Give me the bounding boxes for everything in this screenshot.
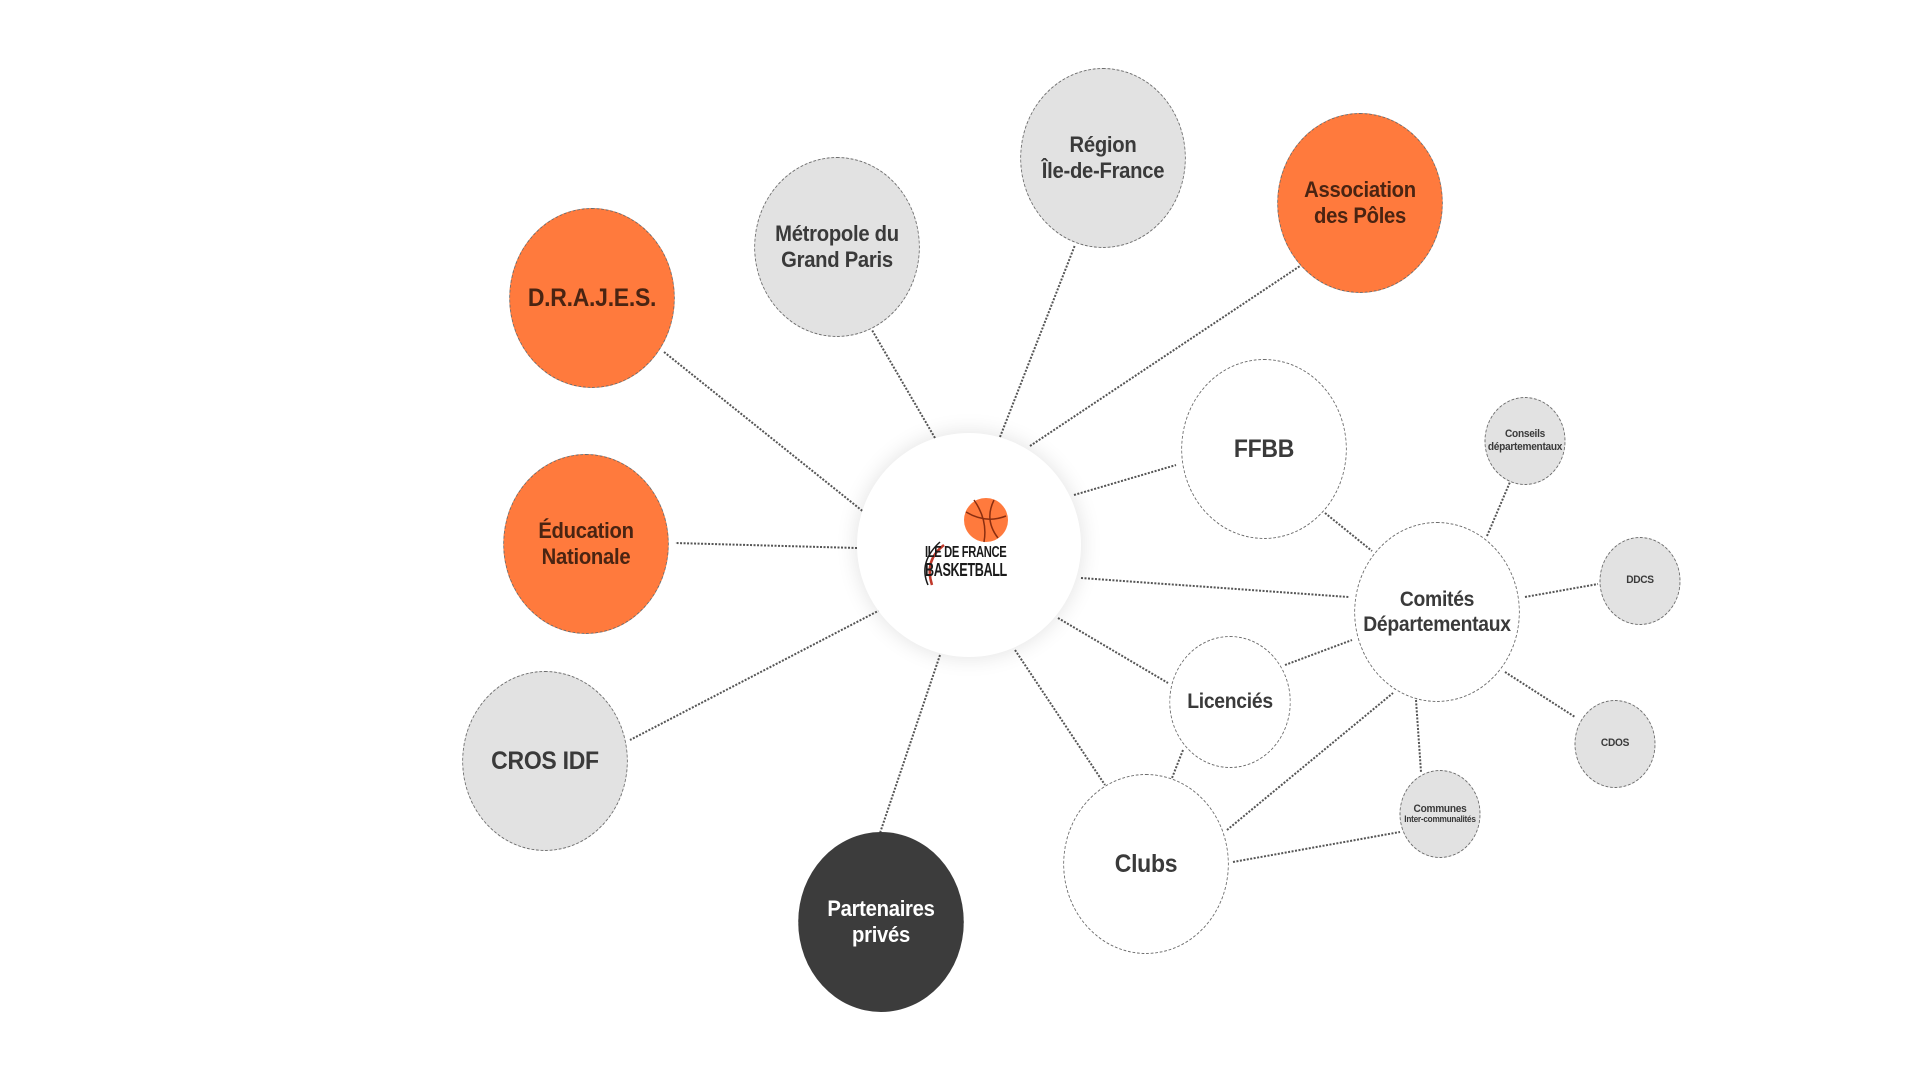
link-center-education xyxy=(674,542,858,549)
node-communes-line2: Inter-communalités xyxy=(1404,814,1476,825)
link-licencies-comites xyxy=(1284,639,1353,666)
node-comites[interactable]: Comités Départementaux xyxy=(1354,522,1520,702)
link-center-cros xyxy=(629,609,881,741)
node-cdos-line1: CDOS xyxy=(1600,737,1630,750)
node-licencies[interactable]: Licenciés xyxy=(1169,636,1291,768)
node-drajes[interactable]: D.R.A.J.E.S. xyxy=(509,208,675,388)
link-center-clubs xyxy=(1014,649,1106,786)
node-region-line1: Région xyxy=(1069,131,1137,157)
link-comites-conseils xyxy=(1486,481,1511,537)
node-ddcs-line1: DDCS xyxy=(1626,574,1654,587)
node-partenaires-line1: Partenaires xyxy=(827,895,935,921)
link-comites-communes xyxy=(1415,699,1422,773)
node-drajes-line1: D.R.A.J.E.S. xyxy=(527,284,657,312)
node-metropole-line2: Grand Paris xyxy=(781,247,893,272)
link-center-partenaires xyxy=(879,654,941,834)
logo-text-line2: BASKETBALL xyxy=(925,560,1007,580)
node-association-line2: des Pôles xyxy=(1313,203,1407,228)
node-clubs[interactable]: Clubs xyxy=(1063,774,1229,954)
node-education-line1: Éducation xyxy=(538,517,634,543)
node-comites-line2: Départementaux xyxy=(1363,613,1511,636)
node-conseils-line2: départementaux xyxy=(1487,441,1563,453)
node-metropole-line1: Métropole du xyxy=(775,220,899,246)
node-licencies-line1: Licenciés xyxy=(1187,690,1273,714)
node-ffbb-line1: FFBB xyxy=(1233,435,1295,463)
node-region[interactable]: Région Île-de-France xyxy=(1020,68,1186,248)
node-association-line1: Association xyxy=(1304,176,1416,202)
link-center-metropole xyxy=(871,329,936,439)
link-ffbb-comites xyxy=(1324,512,1373,552)
link-clubs-comites xyxy=(1226,692,1394,831)
node-conseils[interactable]: Conseils départementaux xyxy=(1484,397,1566,485)
node-ddcs[interactable]: DDCS xyxy=(1599,537,1681,625)
node-education[interactable]: Éducation Nationale xyxy=(503,454,669,634)
center-logo-node[interactable]: ILE DE FRANCE BASKETBALL xyxy=(857,433,1081,657)
node-metropole[interactable]: Métropole du Grand Paris xyxy=(754,157,920,337)
node-communes-line1: Communes xyxy=(1413,803,1467,815)
logo-text-line1: ILE DE FRANCE xyxy=(925,544,1007,561)
node-association[interactable]: Association des Pôles xyxy=(1277,113,1443,293)
node-ffbb[interactable]: FFBB xyxy=(1181,359,1347,539)
link-licencies-clubs xyxy=(1171,749,1184,779)
link-comites-cdos xyxy=(1504,671,1576,718)
node-education-line2: Nationale xyxy=(541,544,631,569)
node-partenaires-line2: privés xyxy=(852,922,910,947)
node-cros[interactable]: CROS IDF xyxy=(462,671,628,851)
link-comites-ddcs xyxy=(1524,583,1599,598)
node-communes[interactable]: Communes Inter-communalités xyxy=(1399,770,1481,858)
link-clubs-communes xyxy=(1232,831,1401,863)
node-clubs-line1: Clubs xyxy=(1114,850,1178,878)
node-comites-line1: Comités xyxy=(1399,587,1475,611)
link-center-association xyxy=(1029,265,1301,447)
link-center-drajes xyxy=(663,351,866,514)
link-center-ffbb xyxy=(1073,464,1177,496)
node-region-line2: Île-de-France xyxy=(1041,158,1165,183)
node-partenaires[interactable]: Partenaires privés xyxy=(798,832,964,1012)
link-center-comites xyxy=(1080,577,1350,598)
node-cdos[interactable]: CDOS xyxy=(1574,700,1656,788)
link-center-region xyxy=(999,244,1076,438)
node-cros-line1: CROS IDF xyxy=(491,747,599,775)
node-conseils-line1: Conseils xyxy=(1505,428,1545,441)
basketball-icon xyxy=(924,498,1008,586)
link-center-licencies xyxy=(1057,617,1169,684)
